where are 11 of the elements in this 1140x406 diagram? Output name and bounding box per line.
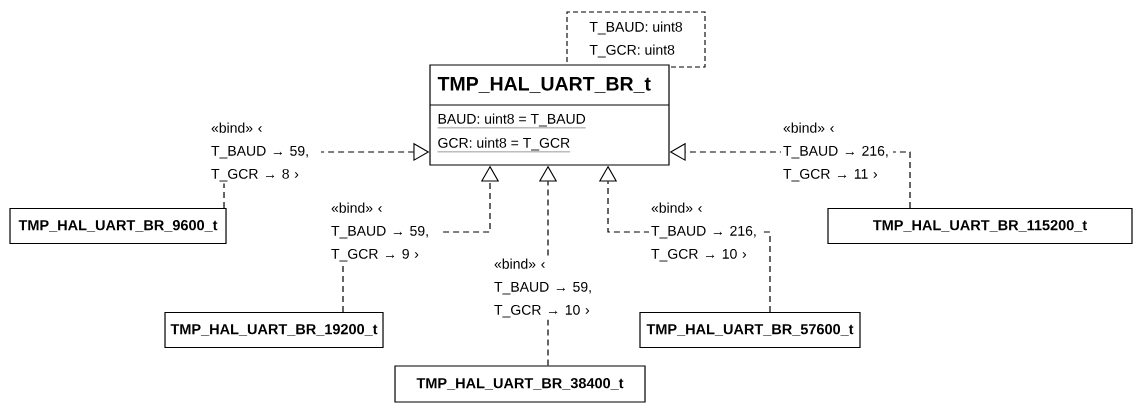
class-box: TMP_HAL_UART_BR_9600_t bbox=[9, 207, 227, 245]
class-box: TMP_HAL_UART_BR_t BAUD: uint8 = T_BAUD GCR: uint8 = T_GCR bbox=[429, 64, 670, 166]
edge-label: «bind» ‹ T_BAUD → 216, T_GCR → 10 › bbox=[649, 200, 761, 264]
class-box: TMP_HAL_UART_BR_115200_t bbox=[827, 207, 1133, 245]
edge-label: «bind» ‹ T_BAUD → 59, T_GCR → 8 › bbox=[209, 120, 321, 184]
edge-label: «bind» ‹ T_BAUD → 59, T_GCR → 10 › bbox=[492, 256, 604, 320]
edge-label: «bind» ‹ T_BAUD → 216, T_GCR → 11 › bbox=[781, 120, 893, 184]
class-box: TMP_HAL_UART_BR_19200_t bbox=[164, 311, 384, 349]
edge-label: «bind» ‹ T_BAUD → 59, T_GCR → 9 › bbox=[329, 200, 441, 264]
class-box: TMP_HAL_UART_BR_57600_t bbox=[639, 311, 861, 349]
class-box: TMP_HAL_UART_BR_38400_t bbox=[394, 365, 646, 403]
